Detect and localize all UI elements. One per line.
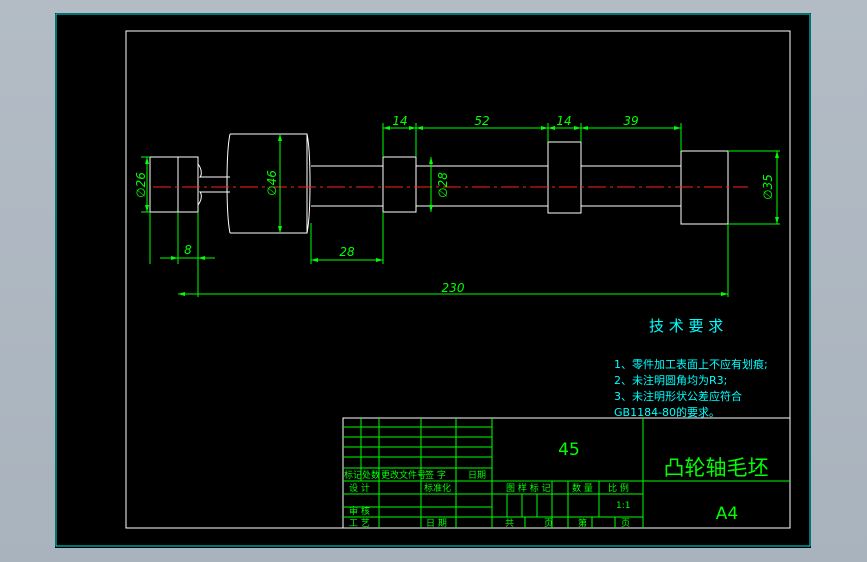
dim-len-52: 52 (474, 114, 489, 128)
dim-len-39: 39 (623, 114, 638, 128)
cad-viewport[interactable]: ∅26 ∅46 ∅28 ∅35 14 52 14 39 8 28 230 技 术… (55, 13, 811, 548)
tb-sheet-size: A4 (716, 504, 738, 524)
tb-header-change-doc: 更改文件号 (381, 469, 426, 481)
dim-len-14-a: 14 (392, 114, 407, 128)
tb-sheet-prefix: 第 (578, 517, 587, 529)
tb-row-date: 日 期 (426, 518, 447, 529)
shaft-outline (149, 133, 729, 234)
dim-dia-35: ∅35 (761, 174, 775, 200)
dim-dia-28: ∅28 (436, 172, 450, 198)
dim-len-230: 230 (442, 281, 465, 295)
tb-row-standard: 标准化 (424, 482, 451, 494)
drawing-frame (125, 30, 791, 529)
tb-header-date: 日期 (468, 470, 486, 481)
tb-stage-mark: 图 样 标 记 (506, 482, 551, 494)
tb-header-count: 处数 (362, 469, 380, 481)
tb-row-process: 工 艺 (349, 518, 370, 529)
tb-row-design: 设 计 (349, 482, 370, 494)
dim-dia-26: ∅26 (134, 172, 148, 198)
tech-item-1: 1、零件加工表面上不应有划痕; (614, 357, 768, 371)
title-block (342, 417, 791, 529)
tech-item-2: 2、未注明圆角均为R3; (614, 373, 727, 387)
shaft-drawing: ∅26 ∅46 ∅28 ∅35 14 52 14 39 8 28 230 技 术… (55, 13, 811, 547)
tech-heading: 技 术 要 求 (649, 317, 723, 335)
tb-header-signature: 签 字 (425, 469, 446, 481)
tb-sheet-unit: 页 (621, 518, 630, 529)
tb-scale-label: 比 例 (608, 482, 629, 494)
outer-border (55, 13, 811, 547)
dim-len-14-b: 14 (556, 114, 571, 128)
dimension-lines (141, 123, 780, 297)
tech-item-4: GB1184-80的要求。 (614, 405, 720, 419)
dimension-arrows (145, 126, 779, 296)
dim-len-8: 8 (184, 243, 192, 257)
tb-row-review: 审 核 (349, 505, 370, 517)
tech-requirements: 技 术 要 求 1、零件加工表面上不应有划痕; 2、未注明圆角均为R3; 3、未… (614, 317, 768, 419)
dim-len-28: 28 (339, 245, 355, 259)
tb-material: 45 (558, 440, 580, 460)
tb-part-name: 凸轮轴毛坯 (664, 456, 769, 480)
tb-page-unit-1: 页 (544, 518, 553, 529)
dim-dia-46: ∅46 (265, 170, 279, 196)
tb-total-prefix: 共 (505, 518, 514, 529)
tb-header-mark: 标记 (344, 469, 362, 481)
tb-scale-value: 1:1 (616, 501, 630, 511)
tb-quantity: 数 量 (572, 482, 593, 494)
tech-item-3: 3、未注明形状公差应符合 (614, 389, 742, 403)
